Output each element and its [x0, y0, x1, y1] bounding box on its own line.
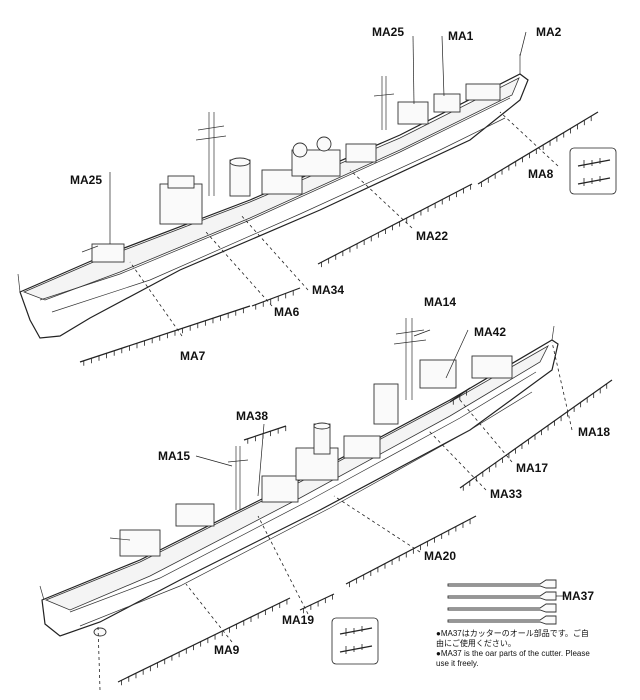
lower-aft-turret — [471, 355, 513, 379]
label-ma8: MA8 — [528, 167, 554, 181]
label-ma38: MA38 — [236, 409, 268, 423]
label-ma17: MA17 — [516, 461, 548, 475]
upper-ship — [17, 54, 529, 339]
part-labels: MA25 MA1 MA2 MA25 MA8 MA22 MA34 MA6 MA7 … — [70, 25, 610, 657]
railing-ma18 — [459, 379, 613, 489]
leader-lines — [97, 31, 573, 691]
label-ma25-top: MA25 — [372, 25, 404, 39]
railing-stanchions — [83, 116, 608, 686]
label-ma15: MA15 — [158, 449, 190, 463]
railing-ma34 — [251, 287, 301, 307]
lower-ship — [39, 318, 559, 637]
upper-aft-turret-1 — [397, 101, 429, 125]
railing-ma22 — [317, 183, 473, 265]
note-en-line-2: use it freely. — [436, 659, 479, 668]
railing-ma20 — [345, 515, 477, 585]
label-ma6: MA6 — [274, 305, 300, 319]
label-ma9: MA9 — [214, 643, 240, 657]
label-ma25-bow: MA25 — [70, 173, 102, 187]
note-en-line-1: ●MA37 is the oar parts of the cutter. Pl… — [436, 649, 590, 658]
lower-propeller — [93, 627, 107, 637]
label-ma2: MA2 — [536, 25, 562, 39]
railing-ma7 — [79, 305, 251, 363]
railing-ma38 — [243, 425, 287, 441]
rail-detail-inset-lower — [331, 617, 379, 665]
lower-aft-deckhouse — [419, 359, 457, 389]
railing-ma9 — [117, 597, 291, 683]
upper-aft-turret-2 — [433, 93, 461, 113]
railing-parts — [79, 111, 613, 683]
label-ma33: MA33 — [490, 487, 522, 501]
lower-bridge — [261, 475, 299, 503]
label-ma1: MA1 — [448, 29, 474, 43]
lower-ship-deck — [44, 344, 549, 611]
rail-detail-inset-upper — [569, 147, 617, 195]
upper-bridge — [159, 183, 203, 225]
label-ma14: MA14 — [424, 295, 456, 309]
label-ma37: MA37 — [562, 589, 594, 603]
ma37-note: ●MA37はカッターのオール部品です。ご自 由にご使用ください。 ●MA37 i… — [436, 629, 636, 669]
note-jp-line-1: ●MA37はカッターのオール部品です。ご自 — [436, 629, 589, 638]
railing-ma42 — [449, 387, 471, 403]
label-ma7: MA7 — [180, 349, 206, 363]
railing-ma19 — [299, 593, 335, 611]
lower-bow-turret — [119, 529, 161, 557]
label-ma22: MA22 — [416, 229, 448, 243]
label-ma19: MA19 — [282, 613, 314, 627]
label-ma34: MA34 — [312, 283, 344, 297]
upper-bow-turret — [91, 243, 125, 263]
railing-ma8 — [477, 111, 599, 185]
upper-bow-jackstaff — [17, 273, 21, 293]
oar-parts-ma37 — [447, 579, 566, 625]
label-ma42: MA42 — [474, 325, 506, 339]
label-ma18: MA18 — [578, 425, 610, 439]
note-jp-line-2: 由にご使用ください。 — [436, 639, 516, 648]
label-ma20: MA20 — [424, 549, 456, 563]
